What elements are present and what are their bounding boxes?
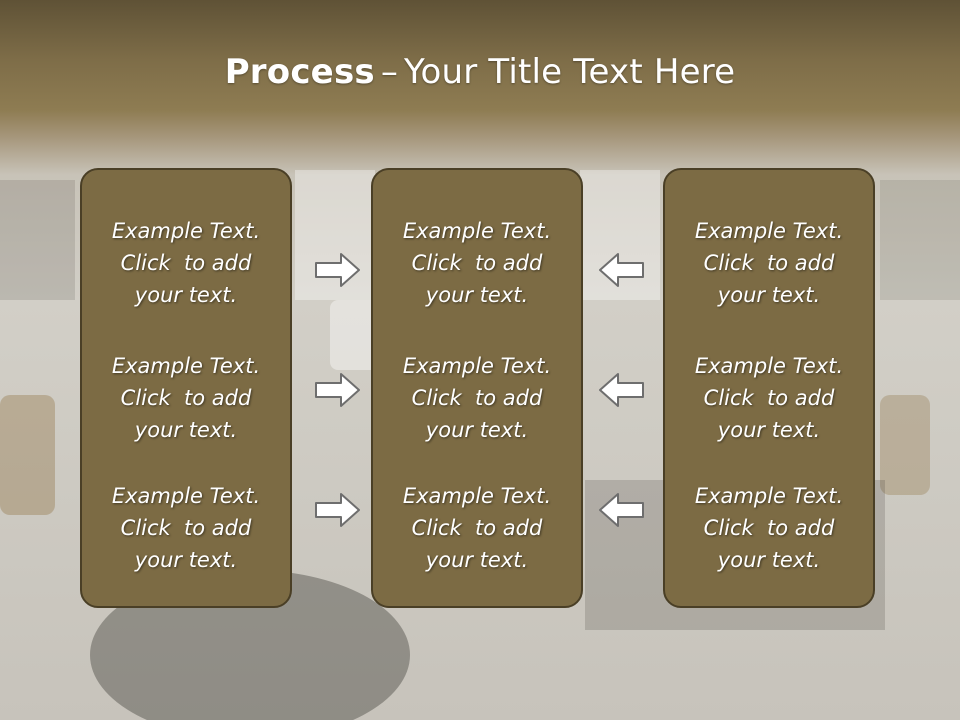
text-block[interactable]: Example Text. Click to add your text. (82, 215, 290, 311)
text-line: Example Text. (402, 354, 552, 378)
text-line: your text. (425, 418, 529, 442)
text-line: Example Text. (111, 484, 261, 508)
right-arrow-icon[interactable] (313, 370, 363, 410)
text-line: Example Text. (111, 354, 261, 378)
text-line: Example Text. (694, 354, 844, 378)
process-box-left[interactable]: Example Text. Click to add your text. Ex… (80, 168, 292, 608)
text-line: your text. (425, 283, 529, 307)
text-line: Click to add (411, 516, 543, 540)
process-box-center[interactable]: Example Text. Click to add your text. Ex… (371, 168, 583, 608)
right-arrow-icon[interactable] (313, 490, 363, 530)
text-line: Example Text. (694, 484, 844, 508)
slide-title[interactable]: Process–Your Title Text Here (0, 52, 960, 92)
text-line: your text. (134, 283, 238, 307)
text-block[interactable]: Example Text. Click to add your text. (373, 215, 581, 311)
text-line: Example Text. (111, 219, 261, 243)
text-line: Example Text. (694, 219, 844, 243)
left-arrow-icon[interactable] (596, 370, 646, 410)
title-bold: Process (224, 52, 375, 92)
text-line: your text. (717, 418, 821, 442)
process-box-right[interactable]: Example Text. Click to add your text. Ex… (663, 168, 875, 608)
text-line: Click to add (120, 516, 252, 540)
title-rest: Your Title Text Here (404, 52, 736, 92)
text-line: Example Text. (402, 484, 552, 508)
text-line: your text. (134, 418, 238, 442)
text-line: Click to add (703, 516, 835, 540)
text-block[interactable]: Example Text. Click to add your text. (665, 480, 873, 576)
text-block[interactable]: Example Text. Click to add your text. (665, 215, 873, 311)
text-block[interactable]: Example Text. Click to add your text. (82, 480, 290, 576)
text-line: Click to add (411, 386, 543, 410)
text-line: Example Text. (402, 219, 552, 243)
text-block[interactable]: Example Text. Click to add your text. (82, 350, 290, 446)
text-line: your text. (717, 548, 821, 572)
text-line: your text. (717, 283, 821, 307)
left-arrow-icon[interactable] (596, 250, 646, 290)
text-block[interactable]: Example Text. Click to add your text. (373, 480, 581, 576)
left-arrow-icon[interactable] (596, 490, 646, 530)
text-block[interactable]: Example Text. Click to add your text. (373, 350, 581, 446)
right-arrow-icon[interactable] (313, 250, 363, 290)
text-line: Click to add (411, 251, 543, 275)
text-line: your text. (134, 548, 238, 572)
text-line: Click to add (703, 251, 835, 275)
text-line: Click to add (120, 386, 252, 410)
text-line: Click to add (120, 251, 252, 275)
text-block[interactable]: Example Text. Click to add your text. (665, 350, 873, 446)
title-separator: – (380, 52, 399, 92)
text-line: your text. (425, 548, 529, 572)
text-line: Click to add (703, 386, 835, 410)
